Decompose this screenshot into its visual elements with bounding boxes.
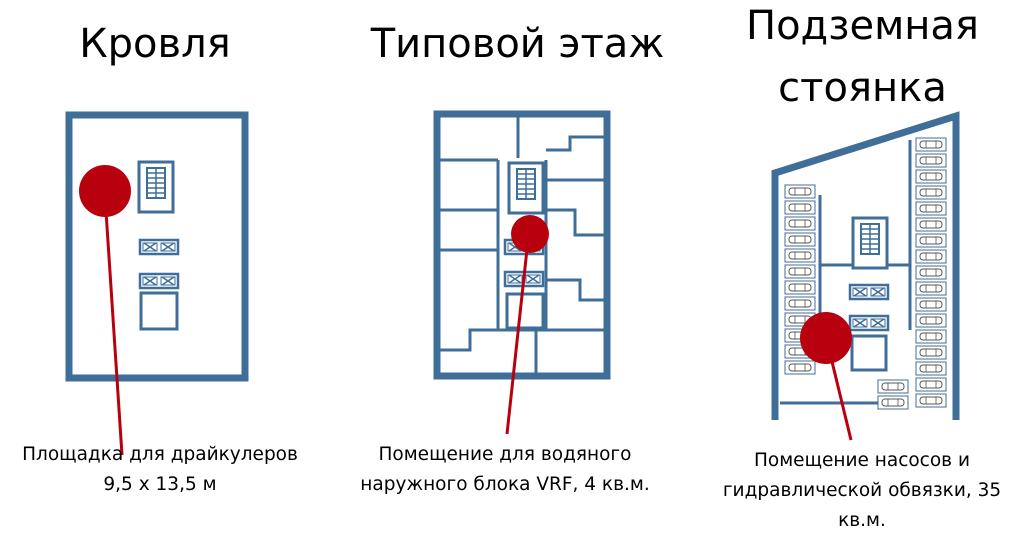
panel-title-typical-floor: Типовой этаж bbox=[370, 21, 665, 67]
elevator-icon bbox=[848, 314, 890, 332]
stair-icon bbox=[507, 161, 545, 215]
roof-plan bbox=[65, 111, 249, 456]
leader-line bbox=[505, 239, 530, 435]
panel-title-parking-line2: стоянка bbox=[778, 65, 947, 111]
caption-typical-floor-line2: наружного блока VRF, 4 кв.м. bbox=[360, 474, 650, 495]
elevator-icon bbox=[138, 272, 180, 290]
caption-parking-line1: Помещение насосов и bbox=[754, 450, 970, 471]
elevator-icon bbox=[848, 283, 890, 301]
caption-roof-line1: Площадка для драйкулеров bbox=[22, 444, 298, 465]
leader-line bbox=[103, 195, 124, 456]
stair-icon bbox=[137, 160, 175, 214]
caption-roof: Площадка для драйкулеров 9,5 х 13,5 м bbox=[0, 440, 320, 500]
caption-parking-line3: кв.м. bbox=[838, 510, 886, 531]
typical-floor-plan bbox=[433, 110, 611, 380]
caption-typical-floor: Помещение для водяного наружного блока V… bbox=[335, 440, 675, 500]
vrf-room-marker bbox=[511, 215, 549, 253]
drycooler-marker bbox=[79, 165, 131, 217]
parking-stalls-right bbox=[915, 137, 947, 408]
caption-parking: Помещение насосов и гидравлической обвяз… bbox=[700, 446, 1024, 536]
caption-parking-line2: гидравлической обвязки, 35 bbox=[722, 480, 1002, 501]
elevator-icon bbox=[138, 238, 180, 256]
panel-title-parking-line1: Подземная bbox=[746, 3, 979, 49]
stair-icon bbox=[851, 216, 889, 270]
parking-stalls-bottom bbox=[877, 379, 909, 410]
pump-room-marker bbox=[800, 312, 852, 364]
panel-title-roof: Кровля bbox=[79, 21, 231, 67]
caption-typical-floor-line1: Помещение для водяного bbox=[378, 444, 632, 465]
parking-plan bbox=[771, 111, 960, 420]
caption-roof-line2: 9,5 х 13,5 м bbox=[103, 474, 217, 495]
